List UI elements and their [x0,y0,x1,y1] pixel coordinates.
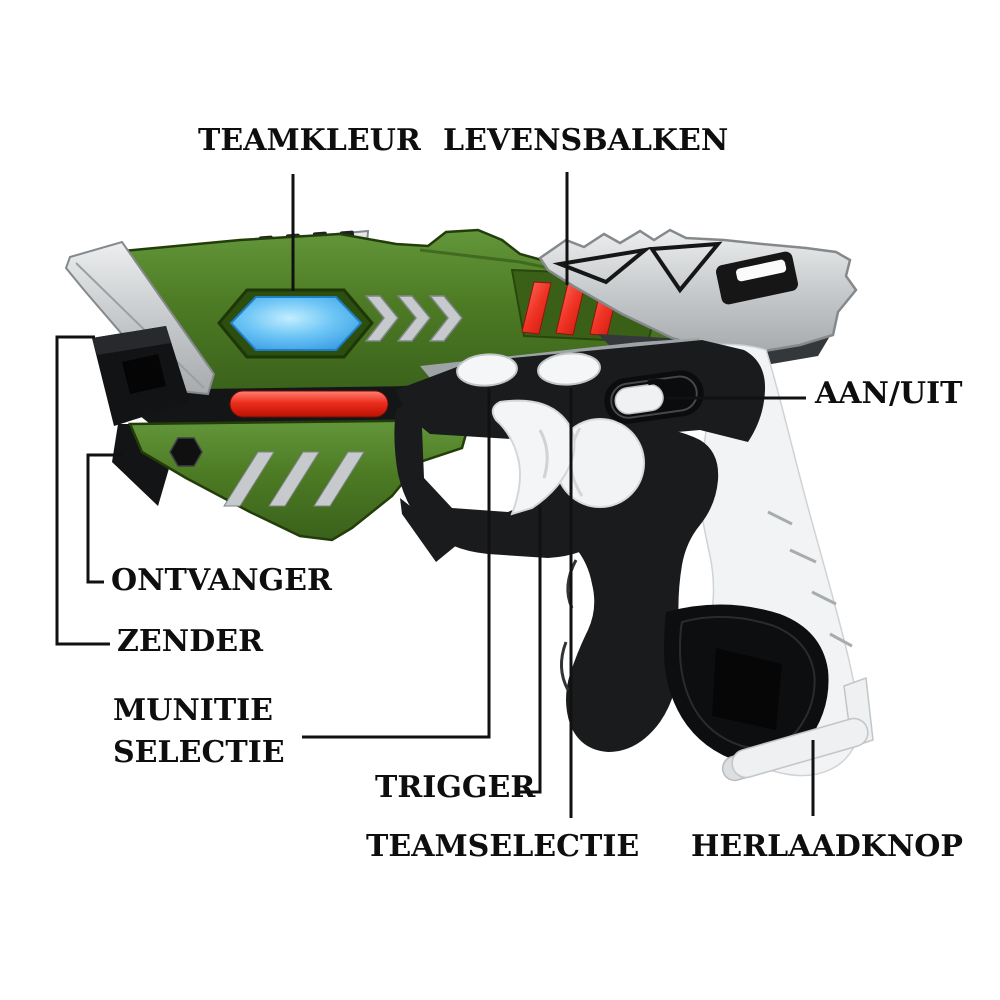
leader-zender [55,335,110,646]
ammo-select-button [456,353,518,387]
hex-bolt [169,437,203,467]
label-aan-uit: AAN/UIT [815,376,963,411]
leader-ontvanger [86,453,122,584]
label-zender: ZENDER [117,624,264,659]
label-teamselectie: TEAMSELECTIE [366,829,640,864]
leader-trigger [516,506,542,794]
label-levensbalken: LEVENSBALKEN [443,123,729,158]
label-trigger: TRIGGER [375,770,536,805]
power-switch [604,370,704,424]
grip-ridges [767,510,853,648]
leader-lines [55,172,815,818]
label-ontvanger: ONTVANGER [111,563,332,598]
label-munitie-selectie: MUNITIE SELECTIE [113,693,285,770]
front-blade-silver [64,240,216,396]
trigger-white [491,399,576,516]
chevron-decals [364,295,463,342]
label-teamkleur: TEAMKLEUR [198,123,421,158]
ir-transmitter-muzzle [92,326,190,426]
team-select-button [537,352,601,386]
ammo-led-strip [229,390,389,418]
trigger-inner-line [538,429,549,479]
foregrip-stripes [223,451,365,507]
leader-munitie-selectie [302,388,491,739]
team-color-hexagon [217,288,374,359]
grip-bottom-panel [664,604,829,765]
label-herlaadknop: HERLAADKNOP [691,829,963,864]
reload-lever [721,676,874,782]
receiver-foregrip [112,418,472,542]
